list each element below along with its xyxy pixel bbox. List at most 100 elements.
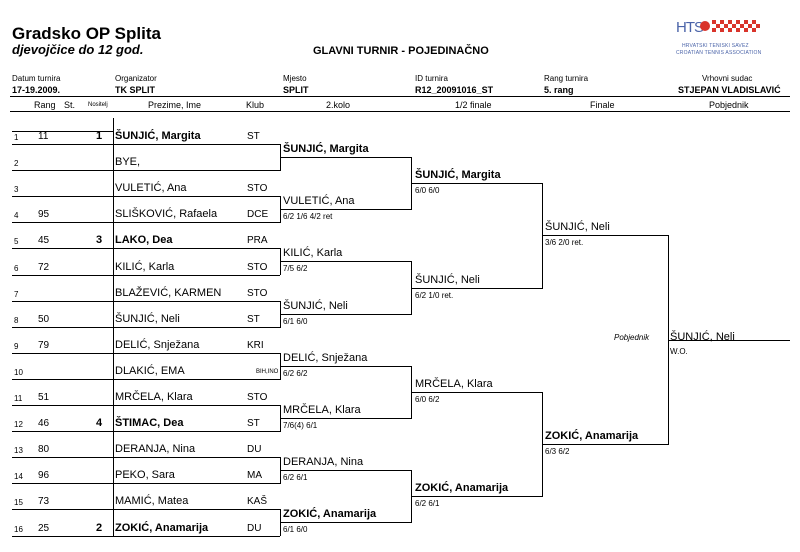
logo-checker-square xyxy=(728,20,732,24)
col-st: St. xyxy=(64,100,76,110)
place-label: Mjesto xyxy=(283,74,307,83)
player-seed: 3 xyxy=(96,234,103,247)
rank-value: 5. rang xyxy=(544,85,574,95)
round2-player-name: ZOKIĆ, Anamarija xyxy=(283,508,377,521)
referee-label: Vrhovni sudac xyxy=(702,74,753,83)
round2-player-score: 6/1 6/0 xyxy=(283,525,308,535)
r1-connector xyxy=(280,405,281,433)
r2-slot-line xyxy=(281,418,411,420)
r1-connector xyxy=(280,509,281,537)
player-ranking: 45 xyxy=(38,235,50,247)
semi-slot-line xyxy=(412,496,542,498)
round2-player-name: MRČELA, Klara xyxy=(283,404,361,417)
logo-checker-square xyxy=(724,20,728,24)
semi-player-name: MRČELA, Klara xyxy=(415,377,493,390)
logo-checker-square xyxy=(712,24,716,28)
logo-checker-square xyxy=(728,28,732,32)
place-value: SPLIT xyxy=(283,85,309,95)
player-club: DU xyxy=(247,444,262,456)
player-club: STO xyxy=(247,261,268,273)
player-draw-number: 7 xyxy=(14,289,19,299)
semi-player-score: 6/0 6/0 xyxy=(415,186,440,196)
player-seed: 1 xyxy=(96,130,103,142)
player-row-line xyxy=(12,535,280,537)
r2-slot-line xyxy=(281,261,411,263)
rank-label: Rang turnira xyxy=(544,74,589,83)
semi-slot-line xyxy=(412,183,542,185)
player-row-line xyxy=(12,144,280,145)
player-draw-number: 16 xyxy=(14,524,23,534)
player-name: DERANJA, Nina xyxy=(115,443,196,456)
player-club: KRI xyxy=(247,339,264,351)
date-value: 17-19.2009. xyxy=(12,85,61,95)
player-draw-number: 2 xyxy=(14,159,19,169)
semi-slot-line xyxy=(412,287,542,289)
name-column-divider xyxy=(113,118,114,536)
round2-player-name: DERANJA, Nina xyxy=(283,456,364,469)
winner-name: ŠUNJIĆ, Neli xyxy=(670,331,735,343)
referee-value: STJEPAN VLADISLAVIĆ xyxy=(678,85,781,95)
player-draw-number: 4 xyxy=(14,211,19,221)
round2-player-name: KILIĆ, Karla xyxy=(283,247,343,260)
player-draw-number: 6 xyxy=(14,263,19,273)
round2-player-score: 6/2 1/6 4/2 ret xyxy=(283,212,333,222)
player-row-line xyxy=(12,300,280,302)
r2-slot-line xyxy=(281,522,411,524)
organizer-value: TK SPLIT xyxy=(115,85,155,95)
info-divider xyxy=(10,96,790,97)
logo-checker-square xyxy=(740,20,744,24)
round2-player-score: 7/5 6/2 xyxy=(283,264,308,274)
player-row-line xyxy=(12,196,280,198)
winner-line xyxy=(669,339,790,341)
player-name: ŠTIMAC, Dea xyxy=(115,417,184,430)
logo-checker-square xyxy=(740,28,744,32)
player-seed: 2 xyxy=(96,521,103,534)
semi-player-name: ŠUNJIĆ, Neli xyxy=(415,273,480,286)
player-ranking: 25 xyxy=(38,522,50,534)
date-label: Datum turnira xyxy=(12,74,61,83)
r1-connector xyxy=(280,196,281,224)
player-name: MRČELA, Klara xyxy=(115,391,193,403)
id-label: ID turnira xyxy=(415,74,448,83)
player-club: STO xyxy=(247,287,268,299)
logo-checker-square xyxy=(756,24,760,28)
player-ranking: 73 xyxy=(38,496,50,508)
player-draw-number: 3 xyxy=(14,185,19,195)
player-club: PRA xyxy=(247,235,268,247)
logo-checker-square xyxy=(736,24,740,28)
player-name: KILIĆ, Karla xyxy=(115,260,175,273)
logo-checker-square xyxy=(724,28,728,32)
player-name: DELIĆ, Snježana xyxy=(115,338,200,351)
semi-connector xyxy=(542,183,543,289)
semi-player-score: 6/2 6/1 xyxy=(415,499,440,509)
logo-checker-square xyxy=(724,24,728,28)
logo-checker-square xyxy=(732,20,736,24)
round2-player-name: VULETIĆ, Ana xyxy=(283,195,355,208)
logo-checker-square xyxy=(740,24,744,28)
logo-checker-square xyxy=(748,24,752,28)
semi-player-score: 6/2 1/0 ret. xyxy=(415,290,454,300)
player-name: LAKO, Dea xyxy=(115,234,173,247)
player-club: ST xyxy=(247,313,260,325)
logo-checker-square xyxy=(756,28,760,32)
r1-connector xyxy=(280,248,281,276)
r2-slot-line xyxy=(281,313,411,315)
round2-player-score: 6/2 6/1 xyxy=(283,473,308,483)
player-name: ZOKIĆ, Anamarija xyxy=(115,521,209,534)
player-ranking: 72 xyxy=(38,261,50,273)
logo-checker-square xyxy=(736,20,740,24)
final-player-score: 6/3 6/2 xyxy=(545,447,570,457)
r2-slot-line xyxy=(281,470,411,472)
player-row-line xyxy=(12,222,280,224)
logo-checker-square xyxy=(748,28,752,32)
logo-checker-square xyxy=(744,24,748,28)
player-name: BLAŽEVIĆ, KARMEN xyxy=(115,286,222,299)
player-draw-number: 9 xyxy=(14,341,19,351)
player-draw-number: 5 xyxy=(14,237,19,247)
player-draw-number: 14 xyxy=(14,472,23,482)
player-row-line xyxy=(12,457,280,459)
round2-player-score: 6/1 6/0 xyxy=(283,316,308,326)
r2-connector xyxy=(411,261,412,315)
r2-connector xyxy=(411,365,412,420)
logo-checker-square xyxy=(732,28,736,32)
